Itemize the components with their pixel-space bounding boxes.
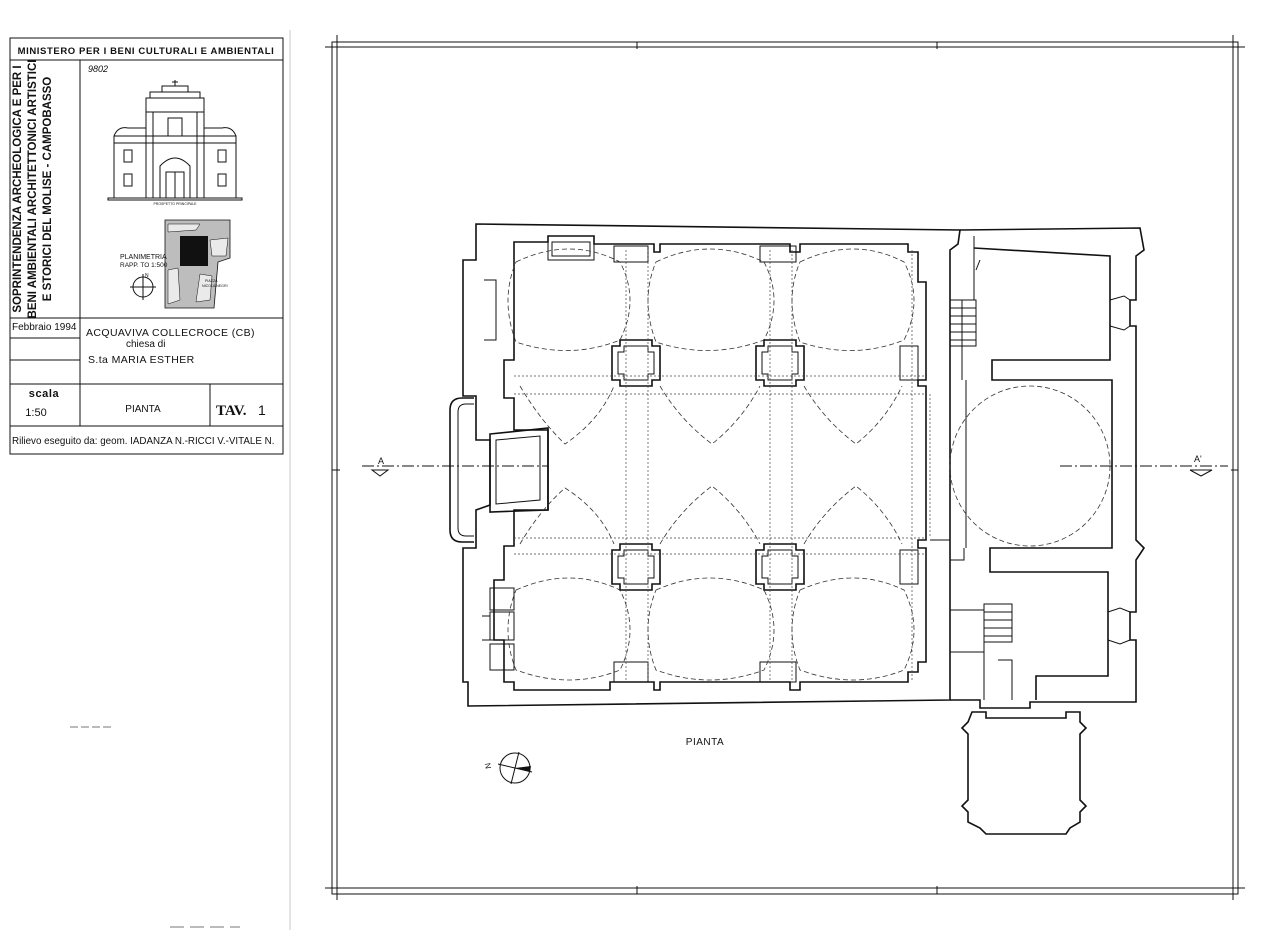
presbytery-outer-wall (950, 227, 1146, 709)
church-prefix: chiesa di (126, 339, 165, 350)
vault-projections (507, 248, 931, 682)
superintendence-line-1: SOPRINTENDENZA ARCHEOLOGICA E PER I (12, 65, 24, 312)
ministry-title: MINISTERO PER I BENI CULTURALI E AMBIENT… (18, 46, 275, 57)
site-caption-1: PIAZZA (205, 279, 218, 283)
title-block: MINISTERO PER I BENI CULTURALI E AMBIENT… (9, 37, 284, 455)
drawing-frame (325, 35, 1245, 900)
tav-label: TAV. (216, 403, 247, 419)
planimetry-compass-icon: N (130, 273, 156, 300)
drawing-name: PIANTA (125, 404, 161, 415)
north-arrow-icon: N (483, 751, 533, 785)
stair-lower (983, 603, 1013, 643)
superintendence-line-3: E STORICI DEL MOLISE - CAMPOBASSO (42, 77, 54, 302)
floor-plan (449, 223, 1146, 835)
section-label-left: A (378, 456, 384, 466)
planimetry-compass-letter: N (145, 273, 149, 279)
pier (755, 543, 805, 591)
planimetry-label-1: PLANIMETRIA (120, 254, 167, 261)
nave-outer-wall (462, 223, 961, 707)
scale-label: scala (29, 388, 60, 400)
section-line: A A' (362, 454, 1228, 477)
site-planimetry: PLANIMETRIA RAPP. TO 1:500 PIAZZA NICOLA… (120, 219, 231, 309)
church-name: S.ta MARIA ESTHER (88, 354, 195, 366)
location-field: ACQUAVIVA COLLECROCE (CB) (86, 327, 255, 339)
facade-elevation: PROSPETTO PRINCIPALE (107, 80, 243, 206)
survey-credits: Rilievo eseguito da: geom. IADANZA N.-RI… (12, 436, 274, 447)
site-caption-2: NICOLA NEGRI (202, 284, 228, 288)
plan-title: PIANTA (686, 737, 724, 748)
handwritten-number: 9802 (88, 64, 108, 74)
pier (611, 543, 661, 591)
tav-number: 1 (258, 402, 266, 418)
stair-upper (949, 259, 981, 347)
pier-group (611, 339, 805, 591)
planimetry-label-2: RAPP. TO 1:500 (120, 262, 168, 269)
date-field: Febbraio 1994 (12, 322, 77, 333)
pier (755, 339, 805, 387)
entrance-steps (449, 397, 474, 543)
section-label-right: A' (1194, 454, 1202, 464)
superintendence-line-2: BENI AMBIENTALI ARCHITETTONICI ARTISTICI (27, 60, 39, 319)
bell-tower (960, 711, 1088, 835)
scale-value: 1:50 (25, 407, 46, 419)
title-block-frame (9, 37, 284, 455)
nave-inner-wall (493, 235, 927, 691)
superintendence-text: SOPRINTENDENZA ARCHEOLOGICA E PER I BENI… (12, 60, 54, 319)
north-letter: N (483, 762, 493, 769)
facade-caption: PROSPETTO PRINCIPALE (153, 202, 197, 206)
entrance-vestibule (489, 427, 549, 513)
presbytery-inner-wall (973, 247, 1113, 700)
pier (611, 339, 661, 387)
